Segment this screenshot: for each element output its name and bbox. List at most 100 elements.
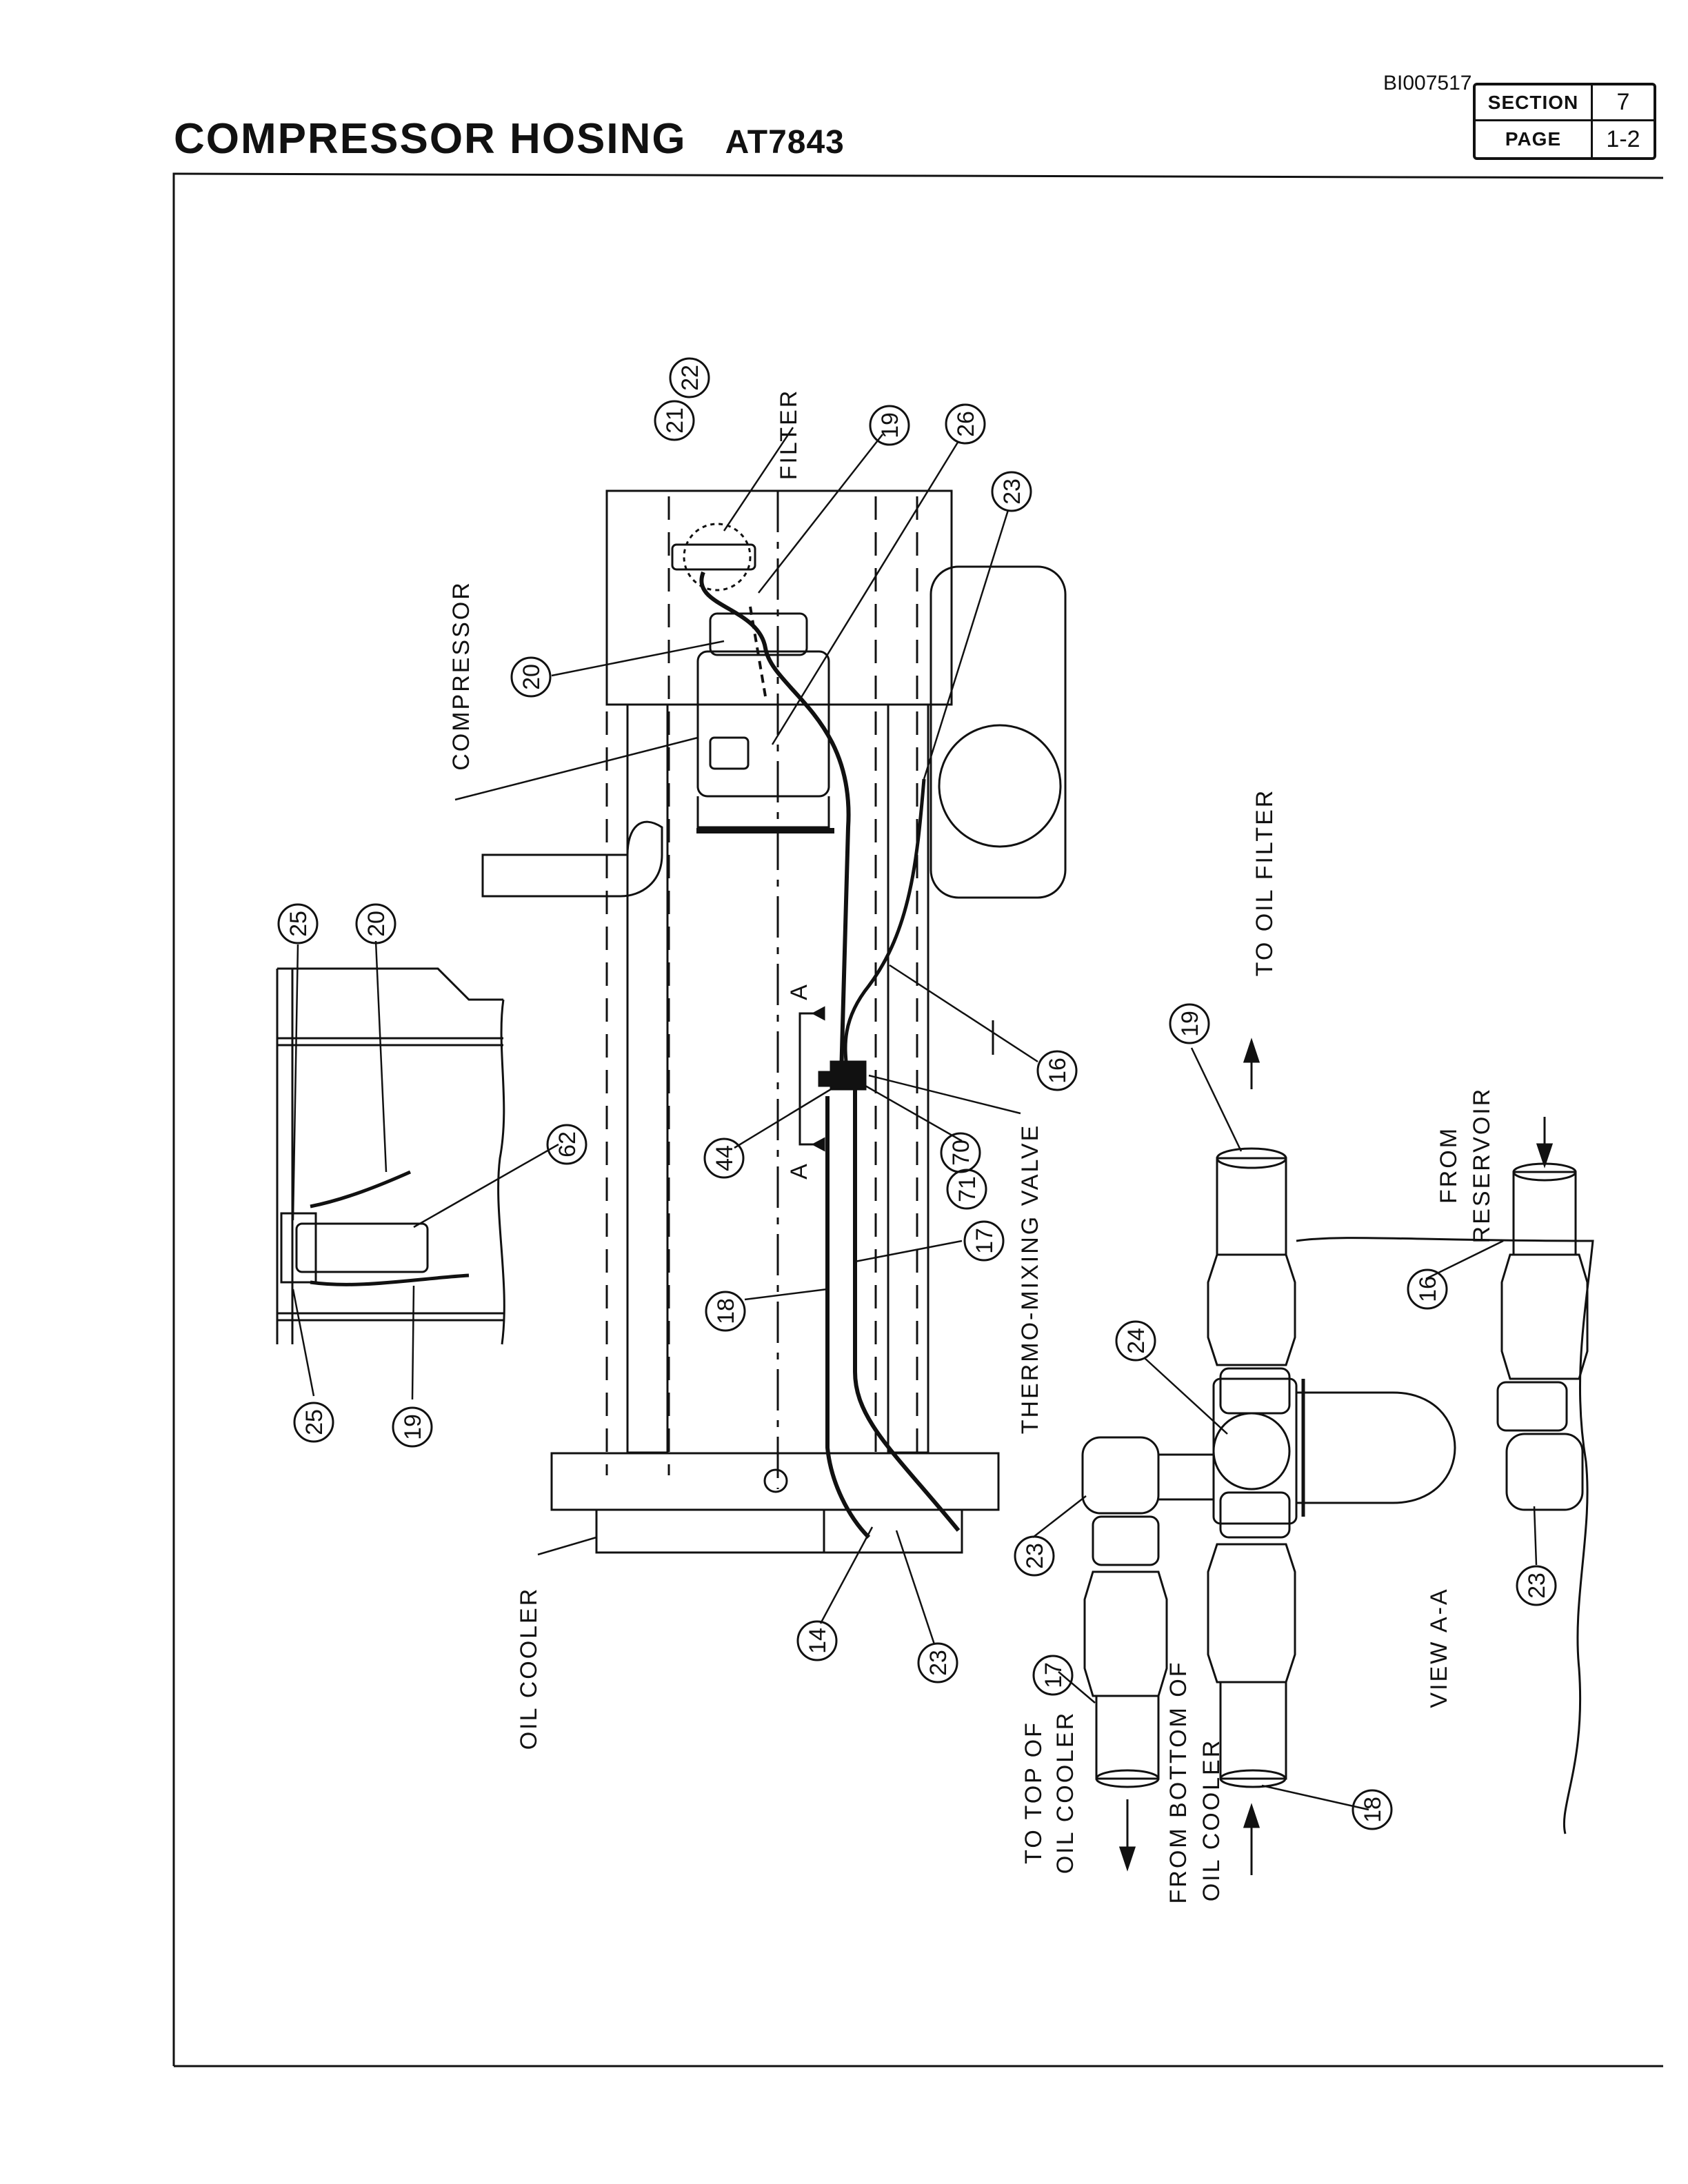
callout-23-cooler: 23 <box>925 1650 952 1676</box>
nut-19 <box>1207 1253 1296 1366</box>
inset-valve <box>295 1222 429 1273</box>
label-section-a-top: A <box>786 982 812 1000</box>
label-from-bottom-1: FROM BOTTOM OF <box>1165 1660 1192 1903</box>
pipe-18-end <box>1219 1769 1287 1788</box>
callout-18-main: 18 <box>713 1298 739 1324</box>
label-from-reservoir-1: FROM <box>1436 1126 1462 1204</box>
callout-circle <box>1032 1655 1074 1696</box>
detail-inset <box>276 967 505 1345</box>
internal-hose <box>749 606 767 697</box>
leader-25-top <box>292 944 299 1221</box>
callout-circle <box>546 1124 587 1165</box>
callout-19-view: 19 <box>1177 1011 1203 1037</box>
leader-23b <box>895 1530 936 1645</box>
label-thermo-mixing-valve: THERMO-MIXING VALVE <box>1017 1124 1043 1435</box>
callout-16: 16 <box>1045 1058 1071 1084</box>
elbow-23-right <box>1505 1433 1584 1511</box>
callout-circle <box>945 403 986 445</box>
callout-circle <box>669 357 710 398</box>
callout-circle <box>1014 1535 1055 1577</box>
callout-circle <box>1407 1268 1448 1310</box>
callout-circle <box>392 1406 433 1448</box>
reservoir-end-cap <box>938 724 1062 848</box>
leader-70 <box>865 1084 963 1142</box>
support-tube <box>626 703 669 1454</box>
reservoir-tank <box>930 565 1067 899</box>
leader-20-inset <box>374 940 388 1173</box>
leader-19-view <box>1190 1047 1243 1152</box>
callout-leaders <box>292 427 1538 1811</box>
arrowhead <box>1536 1143 1554 1169</box>
leader-71 <box>868 1074 1021 1115</box>
callout-circle <box>293 1402 334 1443</box>
callout-circle <box>940 1132 981 1173</box>
leader-19-inset <box>411 1285 415 1400</box>
callout-18-view: 18 <box>1360 1797 1386 1823</box>
callout-16-view: 16 <box>1415 1276 1441 1302</box>
hose-18 <box>825 1096 871 1539</box>
nut-17 <box>1083 1570 1168 1697</box>
leader-23-left <box>1032 1495 1087 1538</box>
callout-62: 62 <box>554 1131 581 1157</box>
inset-hose-20 <box>310 1170 412 1209</box>
callout-20: 20 <box>519 664 545 690</box>
leader-filter <box>723 427 794 532</box>
pipe-17 <box>1095 1695 1160 1780</box>
hose-17 <box>853 1089 961 1532</box>
callout-circle <box>963 1220 1005 1262</box>
document-id: BI007517 <box>1383 72 1472 94</box>
callout-26: 26 <box>953 411 979 437</box>
oil-cooler <box>595 1508 963 1554</box>
callout-24: 24 <box>1123 1328 1149 1354</box>
section-arrow <box>811 1006 825 1021</box>
view-aa <box>1081 1038 1594 1875</box>
callout-circle <box>869 405 910 446</box>
callout-14: 14 <box>805 1628 831 1654</box>
elbow-23-left <box>1081 1436 1160 1515</box>
callout-circle <box>654 400 695 441</box>
callout-circle <box>1169 1003 1210 1044</box>
callout-23-view-left: 23 <box>1022 1543 1048 1569</box>
label-from-bottom-2: OIL COOLER <box>1198 1739 1225 1902</box>
inset-break-line <box>497 999 505 1345</box>
mount-hole <box>763 1468 788 1493</box>
callout-circle <box>1516 1565 1557 1606</box>
section-label: SECTION <box>1476 85 1593 121</box>
view-border <box>1296 1237 1594 1834</box>
callout-circle <box>1352 1789 1393 1830</box>
callout-circle <box>1036 1050 1078 1091</box>
leader-19 <box>758 434 883 594</box>
filter-body <box>671 543 756 571</box>
fitting-16 <box>1496 1381 1568 1432</box>
callout-17-main: 17 <box>972 1228 998 1254</box>
callout-17-view: 17 <box>1041 1662 1067 1688</box>
fitting-upper <box>1219 1367 1291 1415</box>
label-compressor: COMPRESSOR <box>448 580 474 771</box>
hose-19 <box>699 571 851 1076</box>
callout-circle <box>917 1642 958 1684</box>
fitting-17 <box>1092 1515 1160 1566</box>
label-oil-cooler: OIL COOLER <box>516 1587 542 1750</box>
leader-44 <box>734 1088 832 1149</box>
arrowhead <box>1243 1038 1260 1063</box>
callout-circle <box>796 1620 838 1661</box>
compressor-base <box>696 796 830 829</box>
callout-25-bottom: 25 <box>301 1409 328 1435</box>
leader-compressor <box>454 736 699 801</box>
title-text: COMPRESSOR HOSING <box>174 115 687 163</box>
nut-16 <box>1500 1253 1589 1380</box>
compressor-body <box>696 650 830 798</box>
callout-23-view-right: 23 <box>1524 1573 1550 1599</box>
pipe-19 <box>1216 1157 1287 1256</box>
label-to-oil-filter: TO OIL FILTER <box>1252 789 1278 977</box>
callout-circle <box>277 903 319 944</box>
callout-19-top: 19 <box>877 412 903 438</box>
callout-circle <box>355 903 396 944</box>
nut-18 <box>1207 1543 1296 1684</box>
callout-circle <box>703 1138 745 1179</box>
compressor-port <box>709 736 750 770</box>
label-to-top-1: TO TOP OF <box>1021 1721 1047 1864</box>
drawing-frame <box>172 172 1664 2066</box>
